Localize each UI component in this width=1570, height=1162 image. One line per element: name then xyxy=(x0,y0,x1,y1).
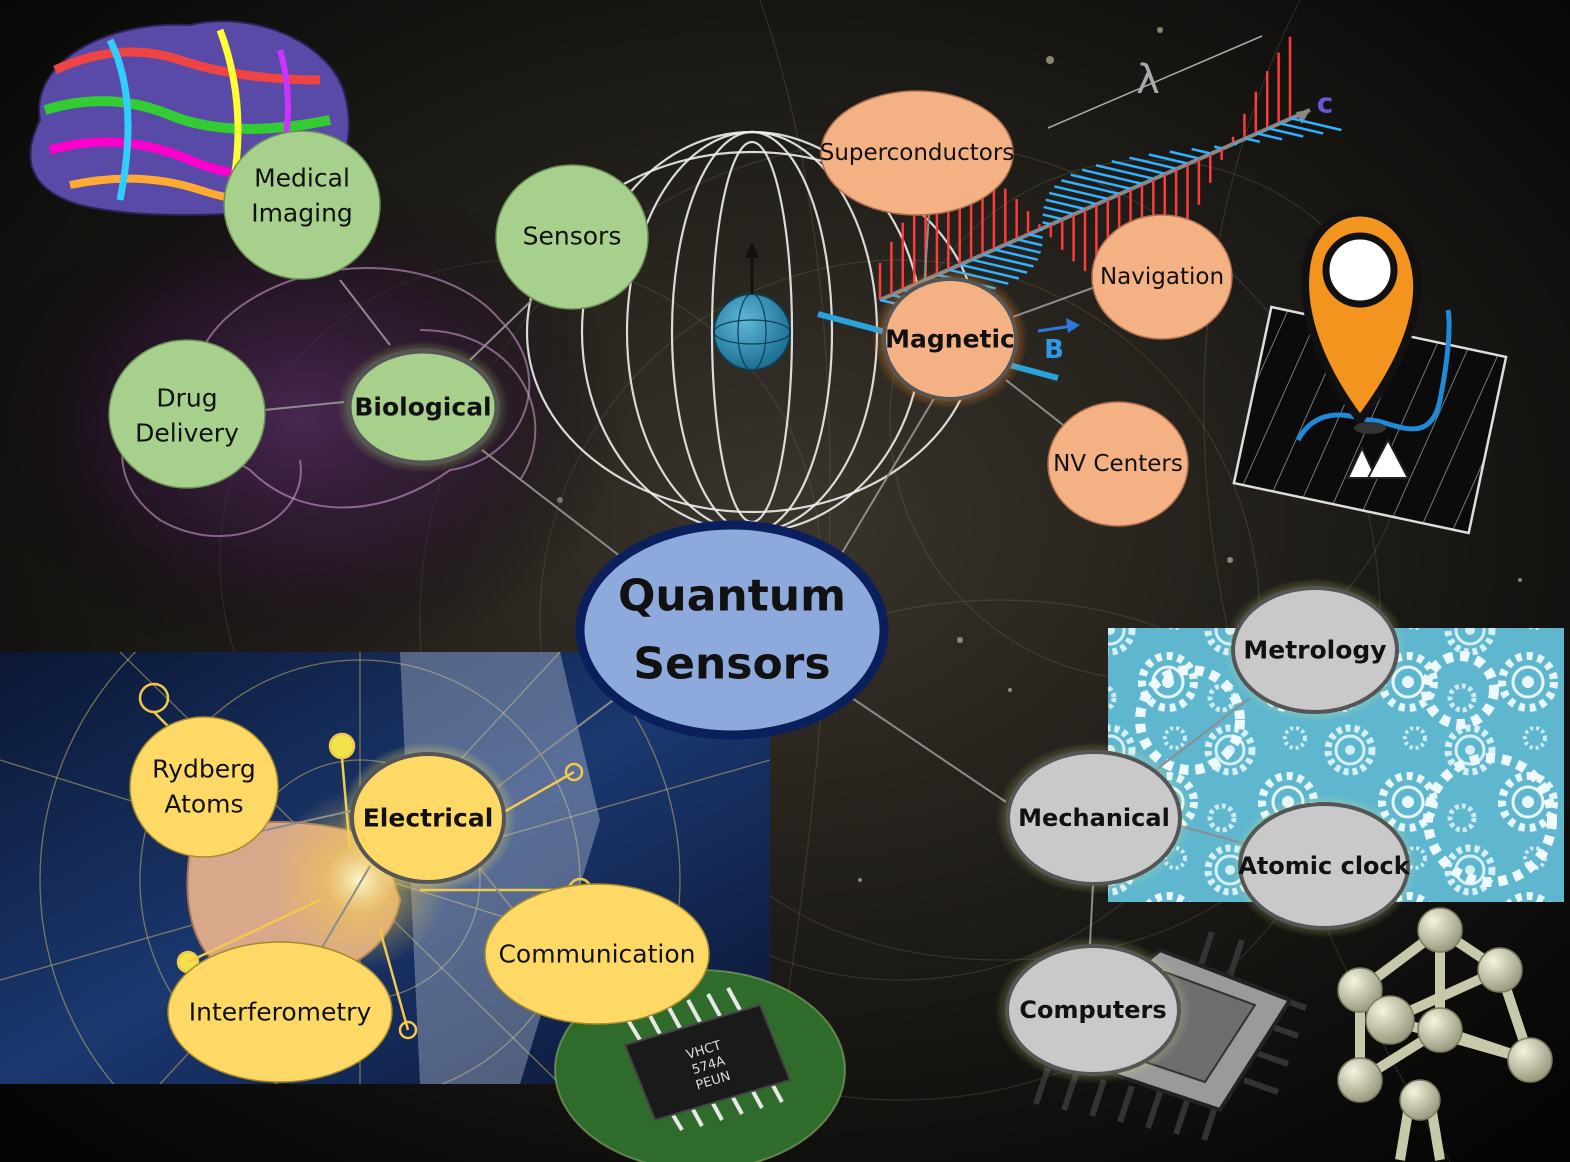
superconductors-label: Superconductors xyxy=(820,140,1015,166)
magnetic-field-vector xyxy=(982,253,1034,268)
biological-label: Biological xyxy=(354,393,491,422)
magnetic-field-vector xyxy=(1191,147,1211,155)
magnetic-field-vector xyxy=(1244,137,1261,144)
magnetic-field-vector xyxy=(1061,179,1120,196)
sensors-label: Sensors xyxy=(523,222,622,251)
rydberg-atoms-label-line2: Atoms xyxy=(164,790,243,819)
field-label-b: B xyxy=(1044,335,1064,365)
mechanical-node xyxy=(1006,750,1182,886)
location-pin-icon xyxy=(1232,208,1508,535)
sensors-node xyxy=(495,164,649,310)
rydberg-atoms-node xyxy=(129,716,279,858)
wavelength-label: λ xyxy=(1136,57,1160,103)
communication-node xyxy=(484,883,710,1025)
drug-delivery-label-line1: Drug xyxy=(156,384,217,413)
magnetic-label: Magnetic xyxy=(885,325,1015,354)
medical-imaging-label-line2: Imaging xyxy=(251,199,353,228)
magnetic-field-vector xyxy=(1054,185,1109,201)
superconductors-node xyxy=(820,90,1014,216)
navigation-label: Navigation xyxy=(1100,264,1224,290)
interferometry-node xyxy=(167,941,393,1083)
center-title-line1: Quantum xyxy=(618,571,846,622)
magnetic-field-vector xyxy=(1042,213,1063,221)
communication-label: Communication xyxy=(498,940,695,969)
electrical-label: Electrical xyxy=(363,804,494,833)
magnetic-field-vector xyxy=(1169,150,1200,160)
magnetic-field-vector xyxy=(1213,145,1222,150)
magnetic-field-vector xyxy=(1081,168,1143,185)
magnetic-field-vector xyxy=(1027,233,1043,239)
magnetic-field-vector xyxy=(1129,156,1177,170)
background-sparkles xyxy=(557,27,1522,882)
nv-centers-label: NV Centers xyxy=(1053,451,1183,477)
magnetic-field-vector xyxy=(1095,164,1154,180)
atomic-clock-node xyxy=(1238,802,1410,930)
navigation-node xyxy=(1091,214,1233,340)
computers-node xyxy=(1005,944,1181,1076)
speed-of-light-label: c xyxy=(1317,87,1334,120)
magnetic-field-vector xyxy=(1266,126,1304,138)
metrology-node xyxy=(1231,586,1399,714)
center-title-line2: Sensors xyxy=(633,639,830,690)
atomium-spheres xyxy=(1337,907,1553,1121)
magnetic-field-vector xyxy=(1039,228,1043,232)
field-arrow-head xyxy=(1066,318,1080,333)
magnetic-field-vector xyxy=(1278,121,1324,135)
interferometry-label: Interferometry xyxy=(189,998,372,1027)
magnetic-node xyxy=(882,277,1018,401)
metrology-label: Metrology xyxy=(1243,636,1386,665)
magnetic-field-vector xyxy=(1043,205,1074,216)
magnetic-field-vector xyxy=(1045,198,1086,211)
magnetic-field-vector xyxy=(1070,173,1131,190)
nv-centers-node xyxy=(1047,401,1189,527)
magnetic-field-vector xyxy=(1111,160,1166,175)
magnetic-field-vector xyxy=(1255,131,1283,141)
magnetic-field-vector xyxy=(993,248,1039,261)
electrical-node xyxy=(350,752,506,884)
mechanical-label: Mechanical xyxy=(1018,804,1170,832)
atomic-clock-label: Atomic clock xyxy=(1238,852,1411,880)
quantum-sensors-center-node xyxy=(575,520,889,740)
field-arrow xyxy=(1037,324,1073,333)
medical-imaging-label-line1: Medical xyxy=(254,164,350,193)
magnetic-field-vector xyxy=(1042,221,1052,226)
biological-node xyxy=(346,348,500,466)
rydberg-atoms-label-line1: Rydberg xyxy=(152,755,256,784)
magnetic-field-vector xyxy=(1048,191,1097,206)
magnetic-field-vector xyxy=(1004,243,1041,254)
magnetic-field-vector xyxy=(959,263,1020,280)
earth-globe-icon xyxy=(713,242,791,371)
magnetic-field-vector xyxy=(970,258,1028,274)
drug-delivery-label-line2: Delivery xyxy=(135,419,239,448)
computers-label: Computers xyxy=(1019,996,1166,1024)
magnetic-field-vector xyxy=(1289,116,1342,132)
medical-imaging-node xyxy=(223,130,381,280)
magnetic-field-vector xyxy=(1148,153,1188,165)
drug-delivery-node xyxy=(108,339,266,489)
magnetic-field-vector xyxy=(1232,142,1238,146)
magnetic-field-vector xyxy=(1016,238,1043,247)
